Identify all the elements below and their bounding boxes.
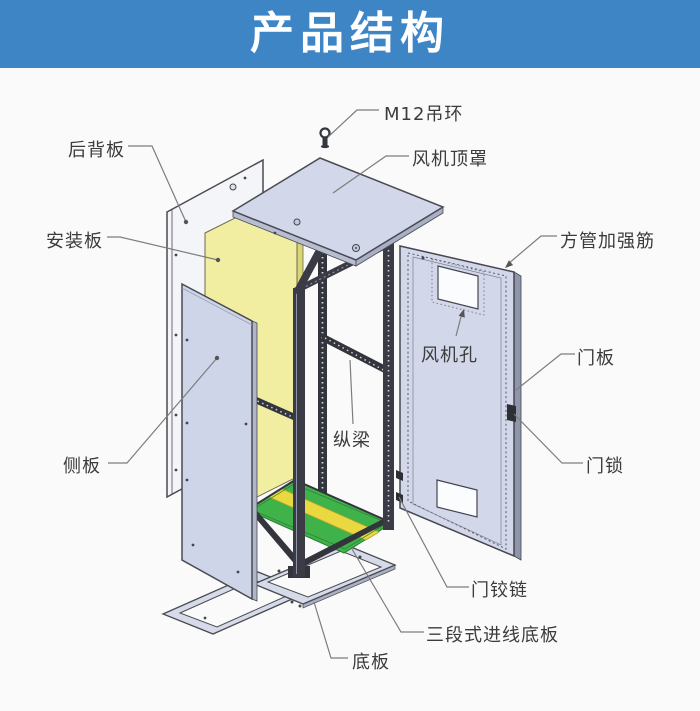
door-panel-shape [396,245,522,561]
cable-cutout-shape [436,479,478,518]
label-bottom-plate: 底板 [352,652,390,673]
label-rear-back-panel: 后背板 [68,140,125,161]
label-m12-lifting-ring: M12吊环 [384,104,464,125]
label-fan-hole: 风机孔 [421,345,478,366]
fan-hole-shape [437,265,479,310]
page-title: 产品结构 [250,8,450,59]
door-lock-shape [507,404,516,422]
label-door-hinge: 门铰链 [471,580,528,601]
leader-lines [107,109,583,659]
m12-eye-bolt-shape [319,127,331,149]
label-door-lock: 门锁 [586,456,624,477]
entry-bottom-frame-shape [252,544,397,609]
label-door-panel: 门板 [577,348,615,369]
label-three-section-entry-bottom: 三段式进线底板 [426,625,559,646]
label-square-tube-rib: 方管加强筋 [560,231,655,252]
label-longitudinal-beam: 纵梁 [333,430,371,451]
side-panel-shape [181,282,258,602]
door-hinge-shape [396,470,403,481]
leader-markers [183,219,514,361]
label-fan-top-cover: 风机顶罩 [412,149,488,170]
title-banner: 产品结构 [0,0,700,68]
label-mounting-plate: 安装板 [46,231,103,252]
frame-rear-members [250,226,392,505]
fan-top-cover-shape [231,157,445,267]
label-side-panel: 侧板 [63,456,101,477]
